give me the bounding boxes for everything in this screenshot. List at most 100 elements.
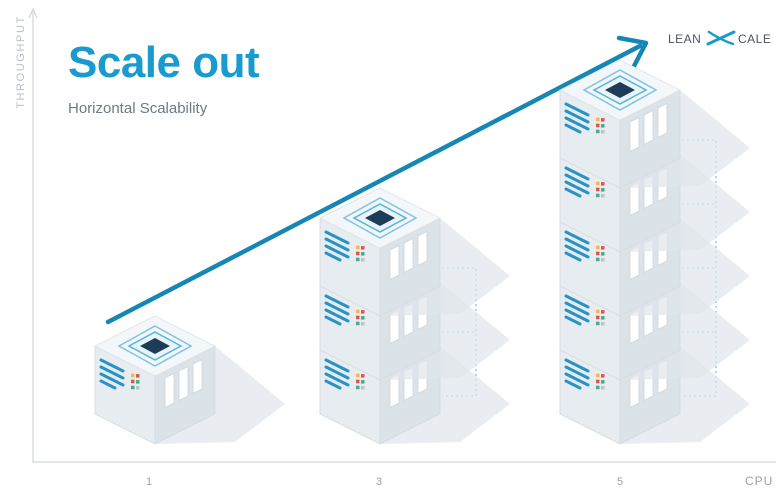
vent-line — [564, 244, 590, 259]
status-led — [131, 385, 135, 390]
vent-line — [564, 372, 590, 387]
status-led — [356, 309, 360, 314]
vent-line — [324, 379, 342, 390]
status-led — [596, 315, 600, 320]
brand-right: CALE — [738, 32, 772, 46]
status-led — [596, 129, 600, 134]
vent-line — [564, 187, 582, 198]
status-led — [361, 258, 365, 262]
status-led — [596, 257, 600, 262]
status-led — [601, 386, 605, 390]
status-led — [136, 374, 140, 378]
status-led — [601, 374, 605, 378]
status-led — [356, 251, 360, 256]
vent-line — [324, 358, 350, 373]
axis-lines — [32, 12, 776, 463]
status-led — [361, 316, 365, 320]
status-led — [601, 130, 605, 134]
drive-bay — [417, 230, 428, 267]
status-led — [361, 246, 365, 250]
drive-bay — [629, 116, 640, 153]
status-led — [601, 258, 605, 262]
vent-line — [324, 372, 350, 387]
vent-line — [324, 244, 350, 259]
status-led — [596, 187, 600, 192]
status-led — [596, 385, 600, 390]
status-led — [601, 252, 605, 256]
status-led — [356, 385, 360, 390]
trend-arrow-line — [105, 43, 643, 325]
status-led — [361, 322, 365, 326]
status-led — [601, 322, 605, 326]
status-led — [596, 379, 600, 384]
status-led — [356, 257, 360, 262]
status-led — [356, 379, 360, 384]
x-tick-3: 3 — [376, 476, 383, 488]
status-led — [601, 246, 605, 250]
status-led — [596, 373, 600, 378]
vent-line — [324, 308, 350, 323]
status-led — [601, 310, 605, 314]
vent-line — [564, 315, 582, 326]
status-led — [136, 386, 140, 390]
drive-bay — [389, 244, 400, 281]
drive-bay — [657, 102, 668, 139]
vent-line — [99, 379, 117, 390]
vent-line — [564, 294, 590, 309]
status-led — [596, 117, 600, 122]
status-led — [131, 379, 135, 384]
vent-line — [564, 123, 582, 134]
drive-bay — [403, 237, 414, 274]
vent-line — [564, 379, 582, 390]
status-led — [596, 181, 600, 186]
trend-arrow-head — [616, 35, 649, 71]
drive-bay — [178, 365, 189, 402]
chip-icon — [365, 210, 395, 226]
vent-line — [564, 230, 590, 245]
status-led — [356, 321, 360, 326]
vent-line — [324, 294, 350, 309]
vent-line — [99, 365, 125, 380]
vent-line — [564, 173, 590, 188]
vent-line — [564, 358, 590, 373]
status-led — [601, 316, 605, 320]
vent-line — [99, 358, 125, 373]
chip-ring-outer — [582, 69, 658, 111]
vent-line — [564, 308, 590, 323]
vent-line — [564, 251, 582, 262]
status-led — [601, 188, 605, 192]
status-led — [361, 252, 365, 256]
status-led — [601, 380, 605, 384]
vent-line — [324, 315, 342, 326]
brand-left: LEAN — [668, 32, 702, 46]
status-led — [601, 118, 605, 122]
status-led — [361, 386, 365, 390]
server-icon — [559, 59, 750, 189]
vent-line — [99, 372, 125, 387]
status-led — [596, 321, 600, 326]
vent-line — [564, 109, 590, 124]
status-led — [361, 310, 365, 314]
page-subtitle: Horizontal Scalability — [68, 100, 208, 117]
status-led — [596, 251, 600, 256]
status-led — [131, 373, 135, 378]
y-axis-label: THROUGHPUT — [14, 15, 27, 109]
chip-ring-outer — [342, 197, 418, 239]
drive-bay — [164, 372, 175, 409]
drive-bay — [192, 358, 203, 395]
status-led — [596, 309, 600, 314]
drive-bay — [643, 109, 654, 146]
status-led — [601, 194, 605, 198]
x-tick-1: 1 — [146, 476, 153, 488]
vent-line — [564, 116, 590, 131]
x-mark-icon — [706, 30, 736, 46]
vent-line — [324, 301, 350, 316]
vent-line — [324, 237, 350, 252]
y-axis-arrowhead — [28, 7, 38, 19]
server-icon — [319, 187, 510, 317]
chip-ring-outer — [117, 325, 193, 367]
vent-line — [324, 230, 350, 245]
status-led — [361, 374, 365, 378]
status-led — [356, 245, 360, 250]
